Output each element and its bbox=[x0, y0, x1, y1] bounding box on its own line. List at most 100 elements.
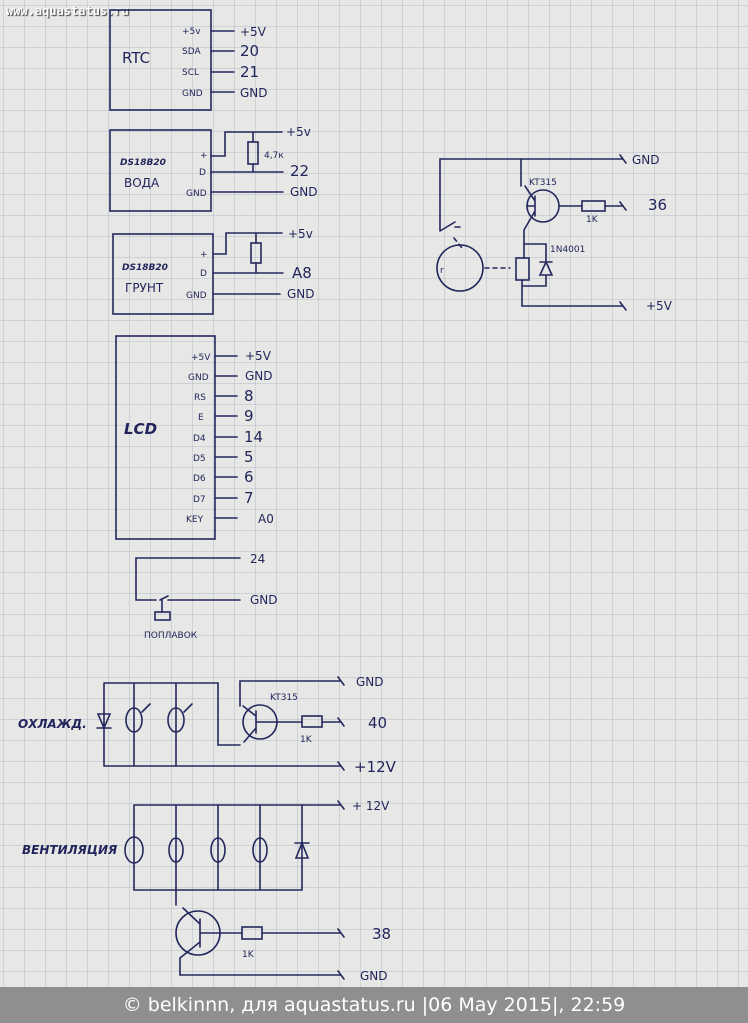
lcd-title: LCD bbox=[124, 420, 157, 438]
float-label: ПОПЛАВОК bbox=[144, 631, 198, 641]
ds-water-net-22: 22 bbox=[290, 162, 309, 180]
rtc-net-sda: 20 bbox=[240, 42, 259, 60]
ds18b20-soil-module: DS18B20 ГРУНТ + D GND +5v A8 GND bbox=[112, 227, 315, 315]
rtc-net-scl: 21 bbox=[240, 63, 259, 81]
ds-soil-wires bbox=[212, 232, 284, 295]
ds-soil-pin-d: D bbox=[200, 269, 207, 279]
relay-net-gnd: GND bbox=[632, 153, 660, 167]
ds-water-wires bbox=[210, 131, 284, 193]
lcd-pin-d7: D7 bbox=[193, 495, 206, 505]
ds-water-box bbox=[109, 129, 212, 212]
cooling-resistor-label: 1K bbox=[300, 735, 313, 745]
ventilation-label: ВЕНТИЛЯЦИЯ bbox=[22, 843, 117, 857]
lcd-net-14: 14 bbox=[244, 428, 263, 446]
lcd-pin-e: E bbox=[198, 413, 204, 423]
float-sensor bbox=[154, 611, 171, 621]
rtc-leads bbox=[210, 30, 235, 93]
cooling-terminal-ticks bbox=[337, 676, 345, 771]
cooling-net-12v: +12V bbox=[354, 758, 397, 776]
ventilation-fan-1 bbox=[124, 836, 144, 864]
ds-water-pin-plus: + bbox=[200, 151, 208, 161]
lcd-pin-5v: +5V bbox=[191, 353, 211, 363]
rtc-net-gnd: GND bbox=[240, 86, 268, 100]
ds-soil-net-5v: +5v bbox=[288, 227, 313, 241]
ventilation-terminal-ticks bbox=[337, 800, 345, 980]
lcd-net-9: 9 bbox=[244, 407, 254, 425]
lcd-pin-key: KEY bbox=[186, 515, 204, 525]
lcd-net-5: 5 bbox=[244, 448, 254, 466]
lcd-module: LCD +5V GND RS E D4 D5 D6 D7 KEY +5V GND… bbox=[115, 335, 274, 540]
ds18b20-water-module: DS18B20 ВОДА + D GND 4,7к +5v 22 GND bbox=[109, 125, 318, 212]
lcd-pin-d6: D6 bbox=[193, 474, 206, 484]
cooling-fan-arrows bbox=[141, 703, 193, 713]
rtc-box bbox=[109, 9, 212, 111]
ventilation-fan-4 bbox=[252, 837, 268, 863]
ds-water-subtitle: ВОДА bbox=[124, 176, 160, 190]
float-net-gnd: GND bbox=[250, 593, 278, 607]
rtc-pin-scl: SCL bbox=[182, 68, 199, 78]
relay-pump-motor bbox=[436, 244, 484, 292]
ds-water-title: DS18B20 bbox=[120, 158, 166, 168]
ventilation-net-38: 38 bbox=[372, 925, 391, 943]
relay-transistor-label: KT315 bbox=[529, 178, 557, 188]
float-net-24: 24 bbox=[250, 552, 265, 566]
schematic-diagram: RTC +5v SDA SCL GND +5V 20 21 GND DS18B2… bbox=[18, 9, 673, 983]
cooling-fan-1 bbox=[125, 707, 143, 733]
relay-circuit: KT315 1K 1N4001 r GND 36 +5V bbox=[436, 153, 673, 313]
cooling-label: ОХЛАЖД. bbox=[18, 717, 87, 731]
cooling-transistor-leads bbox=[242, 705, 278, 743]
ventilation-resistor bbox=[241, 926, 263, 940]
ds-soil-pin-plus: + bbox=[200, 250, 208, 260]
ds-soil-resistor bbox=[250, 242, 262, 264]
cooling-rails bbox=[103, 680, 341, 767]
relay-transistor-leads bbox=[520, 158, 536, 245]
lcd-net-labels: +5V GND 8 9 14 5 6 7 A0 bbox=[244, 349, 274, 526]
relay-mechanical-link bbox=[453, 237, 511, 269]
lcd-leads bbox=[214, 355, 238, 519]
rtc-module: RTC +5v SDA SCL GND +5V 20 21 GND bbox=[109, 9, 268, 111]
ventilation-net-12v: + 12V bbox=[352, 799, 390, 813]
rtc-net-5v: +5V bbox=[240, 25, 267, 39]
relay-net-36: 36 bbox=[648, 196, 667, 214]
relay-gnd-wire bbox=[439, 158, 623, 232]
ventilation-diode bbox=[294, 840, 310, 859]
cooling-net-40: 40 bbox=[368, 714, 387, 732]
cooling-diode bbox=[96, 713, 112, 731]
ds-water-resistor-value: 4,7к bbox=[264, 151, 284, 161]
lcd-pin-labels: +5V GND RS E D4 D5 D6 D7 KEY bbox=[186, 353, 211, 525]
lcd-pin-d4: D4 bbox=[193, 434, 206, 444]
cooling-transistor-label: KT315 bbox=[270, 693, 298, 703]
cooling-fan-2 bbox=[167, 707, 185, 733]
ds-water-net-5v: +5v bbox=[286, 125, 311, 139]
relay-terminal-ticks bbox=[619, 154, 627, 311]
rtc-pin-sda: SDA bbox=[182, 47, 201, 57]
lcd-net-6: 6 bbox=[244, 468, 254, 486]
watermark: www.aquastatus.ru bbox=[6, 4, 129, 18]
relay-coil bbox=[515, 257, 530, 281]
rtc-title: RTC bbox=[122, 49, 150, 67]
cooling-circuit: ОХЛАЖД. KT315 1K GND 40 +12V bbox=[18, 675, 397, 776]
float-switch-circuit: ПОПЛАВОК 24 GND bbox=[135, 552, 278, 641]
relay-diode-label: 1N4001 bbox=[550, 245, 585, 255]
ventilation-transistor-leads bbox=[179, 907, 341, 976]
ds-water-resistor bbox=[247, 141, 259, 165]
ds-water-pin-d: D bbox=[199, 168, 206, 178]
relay-net-5v: +5V bbox=[646, 299, 673, 313]
cooling-net-gnd: GND bbox=[356, 675, 384, 689]
relay-resistor-label: 1K bbox=[586, 215, 599, 225]
ventilation-fan-3 bbox=[210, 837, 226, 863]
lcd-net-a0: A0 bbox=[258, 512, 274, 526]
float-wires bbox=[135, 557, 241, 613]
ds-soil-net-a8: A8 bbox=[292, 264, 312, 282]
lcd-net-8: 8 bbox=[244, 387, 254, 405]
cooling-resistor bbox=[301, 715, 323, 728]
ventilation-circuit: ВЕНТИЛЯЦИЯ 1K + 12V 38 GND bbox=[22, 799, 391, 983]
ds-water-pin-gnd: GND bbox=[186, 189, 207, 199]
lcd-pin-rs: RS bbox=[194, 393, 206, 403]
copyright-footer: © belkinnn, для aquastatus.ru |06 May 20… bbox=[0, 987, 748, 1023]
ventilation-resistor-label: 1K bbox=[242, 950, 255, 960]
ventilation-rails bbox=[133, 804, 341, 891]
ds-soil-title: DS18B20 bbox=[122, 263, 168, 273]
ds-soil-box bbox=[112, 233, 214, 315]
relay-coil-wires bbox=[521, 243, 623, 307]
